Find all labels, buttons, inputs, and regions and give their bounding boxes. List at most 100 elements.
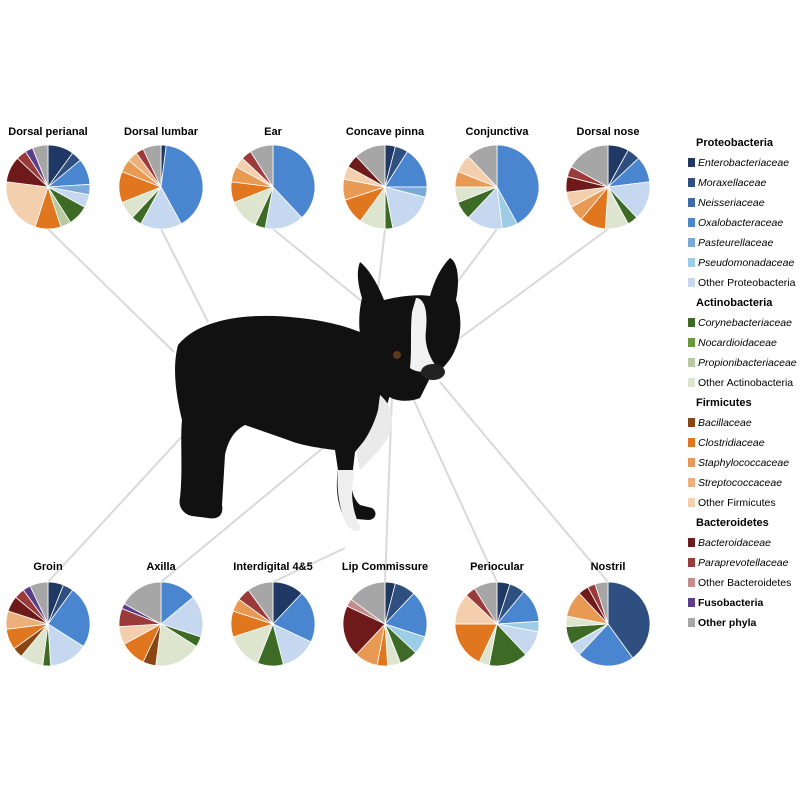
connector-axilla xyxy=(160,437,336,583)
slice-interdigital-4and5-oxalobacteraceae xyxy=(272,592,316,643)
pie-title-dorsal-nose: Dorsal nose xyxy=(577,126,640,138)
connector-interdigital-4and5 xyxy=(272,547,346,583)
legend-swatch-other-bacteroidetes xyxy=(688,578,695,587)
connector-concave-pinna xyxy=(377,228,386,291)
legend-swatch-neisseriaceae xyxy=(688,198,695,207)
connector-periocular xyxy=(399,369,498,583)
pie-groin: Groin xyxy=(5,561,91,667)
legend-swatch-other-firmicutes xyxy=(688,498,695,507)
legend-label-other-firmicutes: Other Firmicutes xyxy=(698,497,776,509)
connector-dorsal-lumbar xyxy=(160,228,209,323)
slice-groin-other-phyla xyxy=(29,581,49,625)
legend-label-nocardioidaceae: Nocardioidaceae xyxy=(698,337,777,349)
pie-conjunctiva: Conjunctiva xyxy=(454,126,540,230)
pie-title-ear: Ear xyxy=(264,126,282,138)
legend-swatch-corynebacteriaceae xyxy=(688,318,695,327)
slice-nostril-other-phyla xyxy=(594,581,609,625)
legend-label-other-actinobacteria: Other Actinobacteria xyxy=(698,377,793,389)
legend-label-corynebacteriaceae: Corynebacteriaceae xyxy=(698,317,792,329)
pie-title-periocular: Periocular xyxy=(470,561,525,573)
dog-photo xyxy=(175,258,461,532)
legend-label-streptococcaceae: Streptococcaceae xyxy=(698,477,782,489)
dog-rear-leg xyxy=(210,420,232,478)
slice-dorsal-nose-other-phyla xyxy=(570,144,609,188)
slice-nostril-moraxellaceae xyxy=(607,581,651,659)
slice-conjunctiva-other-phyla xyxy=(467,144,498,189)
legend-label-other-bacteroidetes: Other Bacteroidetes xyxy=(698,577,791,589)
slice-lip-commissure-other-phyla xyxy=(350,581,386,625)
dog-chest xyxy=(356,395,393,470)
slice-lip-commissure-bacteroidaceae xyxy=(342,605,386,656)
slice-periocular-clostridiaceae xyxy=(454,623,498,663)
legend-swatch-other-actinobacteria xyxy=(688,378,695,387)
pie-ear: Ear xyxy=(230,126,316,230)
slice-nostril-oxalobacteraceae xyxy=(578,623,634,667)
legend-group-actinobacteria: Actinobacteria xyxy=(696,297,773,309)
slice-axilla-other-phyla xyxy=(123,581,162,625)
connector-nostril xyxy=(439,381,609,583)
legend-swatch-pseudomonadaceae xyxy=(688,258,695,267)
legend-label-fusobacteria: Fusobacteria xyxy=(698,597,764,609)
legend-label-pseudomonadaceae: Pseudomonadaceae xyxy=(698,257,794,269)
legend-group-firmicutes: Firmicutes xyxy=(696,397,752,409)
legend-label-neisseriaceae: Neisseriaceae xyxy=(698,197,765,209)
pie-charts: Dorsal perianal Dorsal lumbar Ear Concave p… xyxy=(5,126,651,667)
legend-label-enterobacteriaceae: Enterobacteriaceae xyxy=(698,157,789,169)
connector-dorsal-perianal xyxy=(47,228,175,353)
legend-swatch-other-proteobacteria xyxy=(688,278,695,287)
pie-dorsal-perianal: Dorsal perianal xyxy=(5,126,91,230)
slice-lip-commissure-oxalobacteraceae xyxy=(384,592,428,638)
legend-swatch-oxalobacteraceae xyxy=(688,218,695,227)
legend-label-other-phyla: Other phyla xyxy=(698,617,757,629)
legend-swatch-staphylococcaceae xyxy=(688,458,695,467)
legend-swatch-nocardioidaceae xyxy=(688,338,695,347)
slice-groin-oxalobacteraceae xyxy=(47,589,91,648)
pie-axilla: Axilla xyxy=(118,561,204,667)
pie-nostril: Nostril xyxy=(565,561,651,667)
legend-swatch-bacillaceae xyxy=(688,418,695,427)
legend-swatch-bacteroidaceae xyxy=(688,538,695,547)
legend-label-paraprevotellaceae: Paraprevotellaceae xyxy=(698,557,789,569)
slice-dorsal-lumbar-other-phyla xyxy=(142,144,162,188)
pie-interdigital-4and5: Interdigital 4&5 xyxy=(230,561,316,667)
legend: ProteobacteriaEnterobacteriaceaeMoraxell… xyxy=(688,137,797,629)
dog-head xyxy=(357,258,461,401)
pie-title-dorsal-lumbar: Dorsal lumbar xyxy=(124,126,199,138)
pie-dorsal-nose: Dorsal nose xyxy=(565,126,651,230)
slice-conjunctiva-oxalobacteraceae xyxy=(496,144,540,225)
slice-dorsal-perianal-other-firmicutes xyxy=(5,181,49,228)
legend-swatch-other-phyla xyxy=(688,618,695,627)
slice-periocular-other-phyla xyxy=(473,581,498,626)
pie-periocular: Periocular xyxy=(454,561,540,667)
legend-swatch-pasteurellaceae xyxy=(688,238,695,247)
legend-label-staphylococcaceae: Staphylococcaceae xyxy=(698,457,789,469)
pie-title-axilla: Axilla xyxy=(146,561,176,573)
dog-eye xyxy=(393,351,401,359)
legend-swatch-streptococcaceae xyxy=(688,478,695,487)
legend-label-other-proteobacteria: Other Proteobacteria xyxy=(698,277,796,289)
legend-group-bacteroidetes: Bacteroidetes xyxy=(696,517,769,529)
slice-dorsal-lumbar-oxalobacteraceae xyxy=(160,144,204,225)
connector-ear xyxy=(272,228,376,313)
connector-dorsal-nose xyxy=(429,228,609,361)
pie-lip-commissure: Lip Commissure xyxy=(342,561,428,667)
slice-ear-oxalobacteraceae xyxy=(272,144,316,219)
pie-title-concave-pinna: Concave pinna xyxy=(346,126,425,138)
legend-label-moraxellaceae: Moraxellaceae xyxy=(698,177,766,189)
legend-label-pasteurellaceae: Pasteurellaceae xyxy=(698,237,773,249)
legend-label-bacillaceae: Bacillaceae xyxy=(698,417,752,429)
slice-axilla-other-actinobacteria xyxy=(155,623,198,667)
legend-group-proteobacteria: Proteobacteria xyxy=(696,137,774,149)
slice-concave-pinna-other-proteobacteria xyxy=(384,186,427,229)
legend-label-bacteroidaceae: Bacteroidaceae xyxy=(698,537,771,549)
legend-swatch-fusobacteria xyxy=(688,598,695,607)
pie-title-conjunctiva: Conjunctiva xyxy=(466,126,530,138)
pie-title-lip-commissure: Lip Commissure xyxy=(342,561,428,573)
legend-label-propionibacteriaceae: Propionibacteriaceae xyxy=(698,357,797,369)
legend-swatch-propionibacteriaceae xyxy=(688,358,695,367)
pie-title-groin: Groin xyxy=(33,561,63,573)
slice-ear-other-phyla xyxy=(249,144,274,189)
dog-body xyxy=(175,315,392,520)
